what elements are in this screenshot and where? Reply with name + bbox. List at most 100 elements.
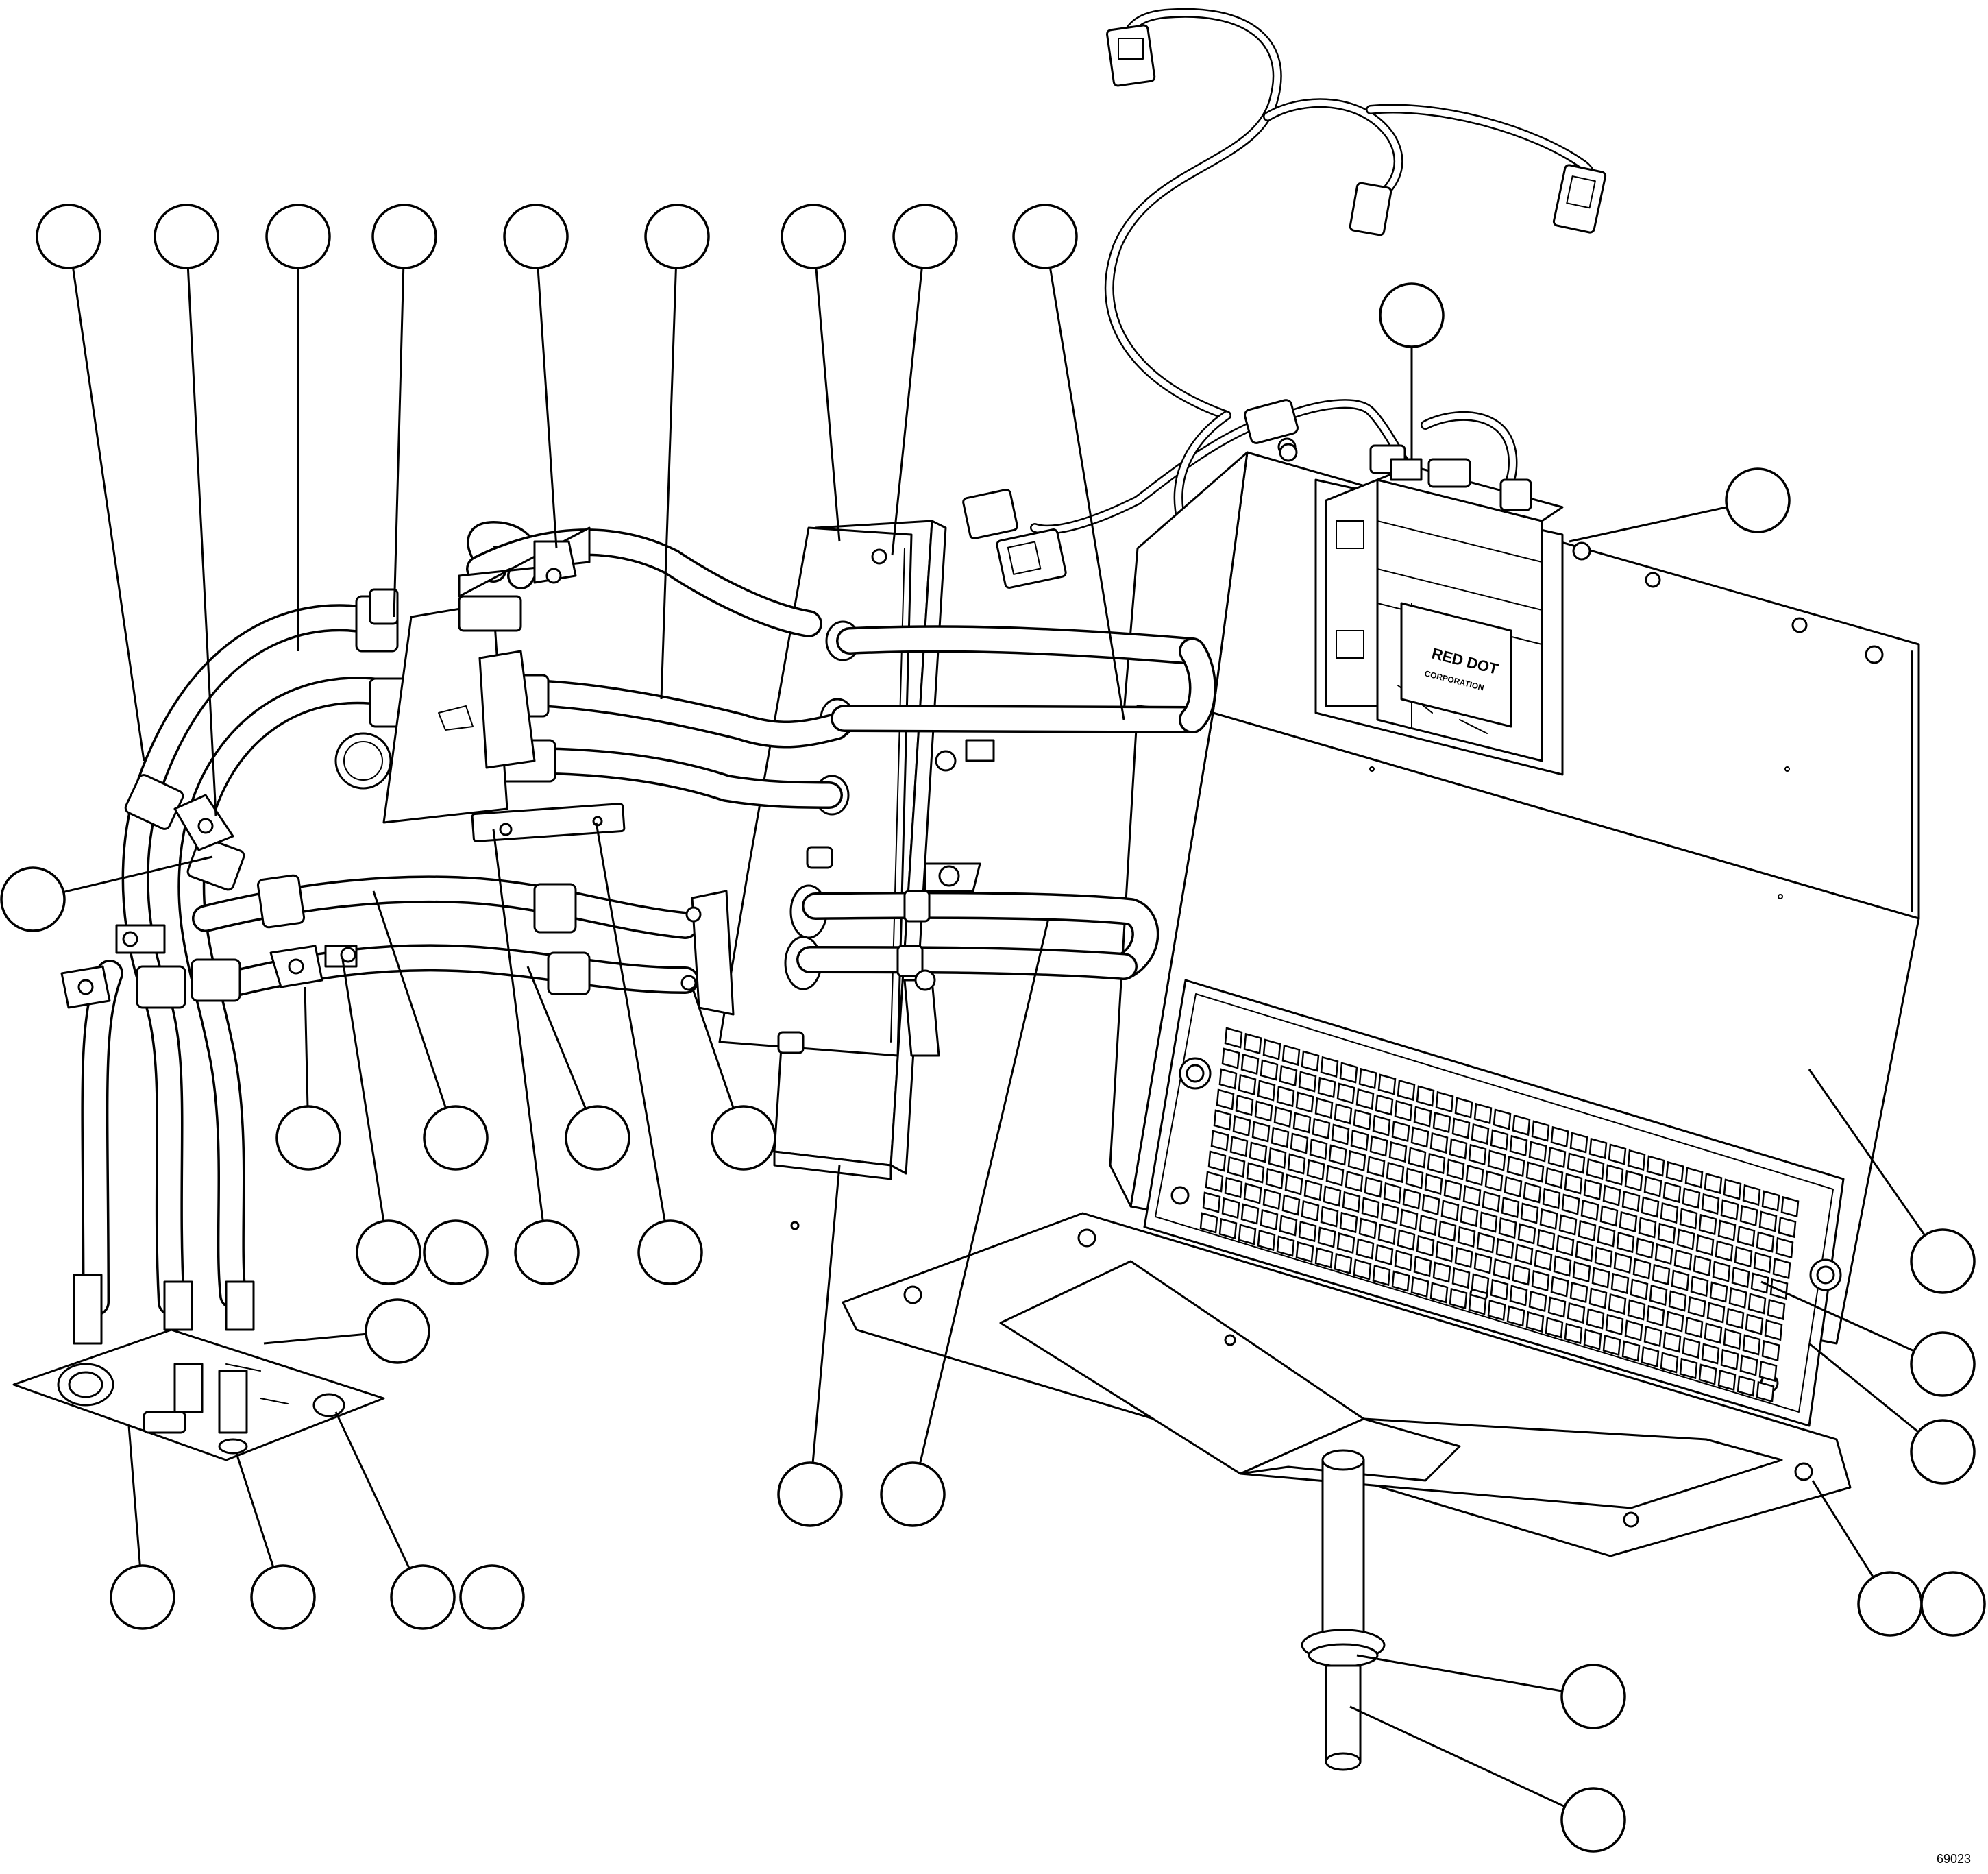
grille-cell [1726, 1307, 1745, 1330]
grille-cell [1731, 1266, 1750, 1289]
grille-cell [1260, 1059, 1279, 1081]
leader-line [334, 1411, 410, 1570]
leader-line [186, 267, 217, 816]
grille-cell [1758, 1360, 1778, 1383]
grille-cell [1630, 1278, 1649, 1300]
leader-line [372, 890, 447, 1108]
grille-cell [1588, 1287, 1608, 1309]
leader-line [341, 959, 385, 1221]
grille-cell [1534, 1249, 1553, 1271]
callout-bubble [371, 204, 437, 269]
grille-cell [1493, 1258, 1512, 1280]
callout-bubble [110, 1564, 175, 1630]
callout-bubble [36, 204, 101, 269]
leader-line [127, 1425, 141, 1566]
leader-line [811, 1165, 841, 1463]
grille-cell [1528, 1290, 1547, 1313]
grille-cell [1550, 1125, 1569, 1148]
grille-cell [1281, 1044, 1301, 1067]
grille-cell [1739, 1354, 1758, 1376]
grille-cell [1473, 1252, 1493, 1274]
grille-cell [1737, 1375, 1756, 1397]
grille-cell [1440, 1200, 1460, 1221]
grille-cell [1301, 1050, 1320, 1072]
grille-cell [1728, 1287, 1747, 1309]
grille-cell [1580, 1199, 1599, 1221]
grille-cell [1646, 1155, 1665, 1177]
grille-cell [1438, 1220, 1457, 1242]
leader-line [393, 267, 405, 618]
grille-cell [1621, 1190, 1641, 1213]
callout-bubble [565, 1105, 630, 1171]
grille-cell [1473, 1102, 1493, 1125]
grille-cell [1358, 1217, 1377, 1239]
grille-cell [1238, 1224, 1257, 1245]
grille-cell [1375, 1243, 1394, 1266]
leader-line [1349, 1705, 1565, 1808]
grille-cell [1684, 1316, 1704, 1339]
grille-cell [1336, 1082, 1355, 1104]
grille-cell [1218, 1217, 1238, 1240]
grille-cell [1591, 1267, 1610, 1289]
grille-cell [1205, 1171, 1224, 1193]
grille-cell [1764, 1319, 1783, 1341]
grille-cell [1525, 1161, 1545, 1183]
grille-cell [1366, 1156, 1386, 1178]
grille-cell [1572, 1261, 1591, 1283]
grille-cell [1413, 1106, 1432, 1128]
leader-line [691, 986, 735, 1108]
grille-cell [1394, 1099, 1413, 1122]
grille-cell [1260, 1208, 1279, 1231]
grille-cell [1679, 1208, 1698, 1230]
grille-cell [1662, 1331, 1682, 1353]
grille-cell [1753, 1252, 1772, 1274]
grille-cell [1265, 1167, 1284, 1190]
grille-cell [1723, 1328, 1742, 1350]
callout-bubble [637, 1219, 703, 1285]
callout-bubble [1857, 1571, 1923, 1637]
grille-cell [1756, 1380, 1775, 1403]
grille-cell [1271, 1126, 1290, 1149]
grille-cell [1654, 1243, 1673, 1265]
grille-cell [1416, 1234, 1435, 1257]
grille-cell [1723, 1178, 1742, 1200]
grille-cell [1605, 1313, 1624, 1336]
grille-cell [1347, 1149, 1366, 1172]
grille-cell [1345, 1170, 1364, 1193]
grille-cell [1586, 1158, 1605, 1180]
grille-cell [1377, 1073, 1397, 1095]
grille-cell [1709, 1281, 1728, 1303]
callout-bubble [514, 1219, 580, 1285]
grille-cell [1339, 1211, 1358, 1234]
grille-cell [1375, 1094, 1394, 1116]
grille-cell [1224, 1027, 1243, 1049]
grille-cell [1399, 1208, 1419, 1230]
grille-cell [1487, 1149, 1506, 1171]
grille-cell [1756, 1231, 1775, 1253]
grille-cell [1402, 1188, 1421, 1210]
grille-cell [1334, 1252, 1353, 1275]
grille-cell [1536, 1228, 1556, 1251]
grille-cell [1314, 1247, 1334, 1269]
leader-line [492, 829, 544, 1221]
grille-cell [1482, 1191, 1501, 1213]
grille-cell [1567, 1302, 1586, 1324]
grille-cell [1429, 1282, 1449, 1304]
grille-cell [1451, 1117, 1471, 1139]
grille-cell [1391, 1120, 1410, 1143]
callout-bubble [423, 1105, 489, 1171]
grille-cell [1240, 1053, 1260, 1075]
grille-cell [1662, 1181, 1682, 1204]
grille-cell [1410, 1276, 1429, 1298]
grille-cell [1405, 1167, 1424, 1189]
callout-bubble [365, 1298, 430, 1364]
grille-cell [1424, 1173, 1443, 1195]
callout-bubble [503, 204, 569, 269]
grille-cell [1660, 1352, 1679, 1374]
grille-cell [1737, 1225, 1756, 1248]
grille-cell [1775, 1237, 1794, 1259]
callout-bubbles [0, 204, 1986, 1853]
leader-line [72, 267, 145, 762]
grille-cell [1432, 1111, 1451, 1134]
base-plate [842, 1212, 1852, 1771]
